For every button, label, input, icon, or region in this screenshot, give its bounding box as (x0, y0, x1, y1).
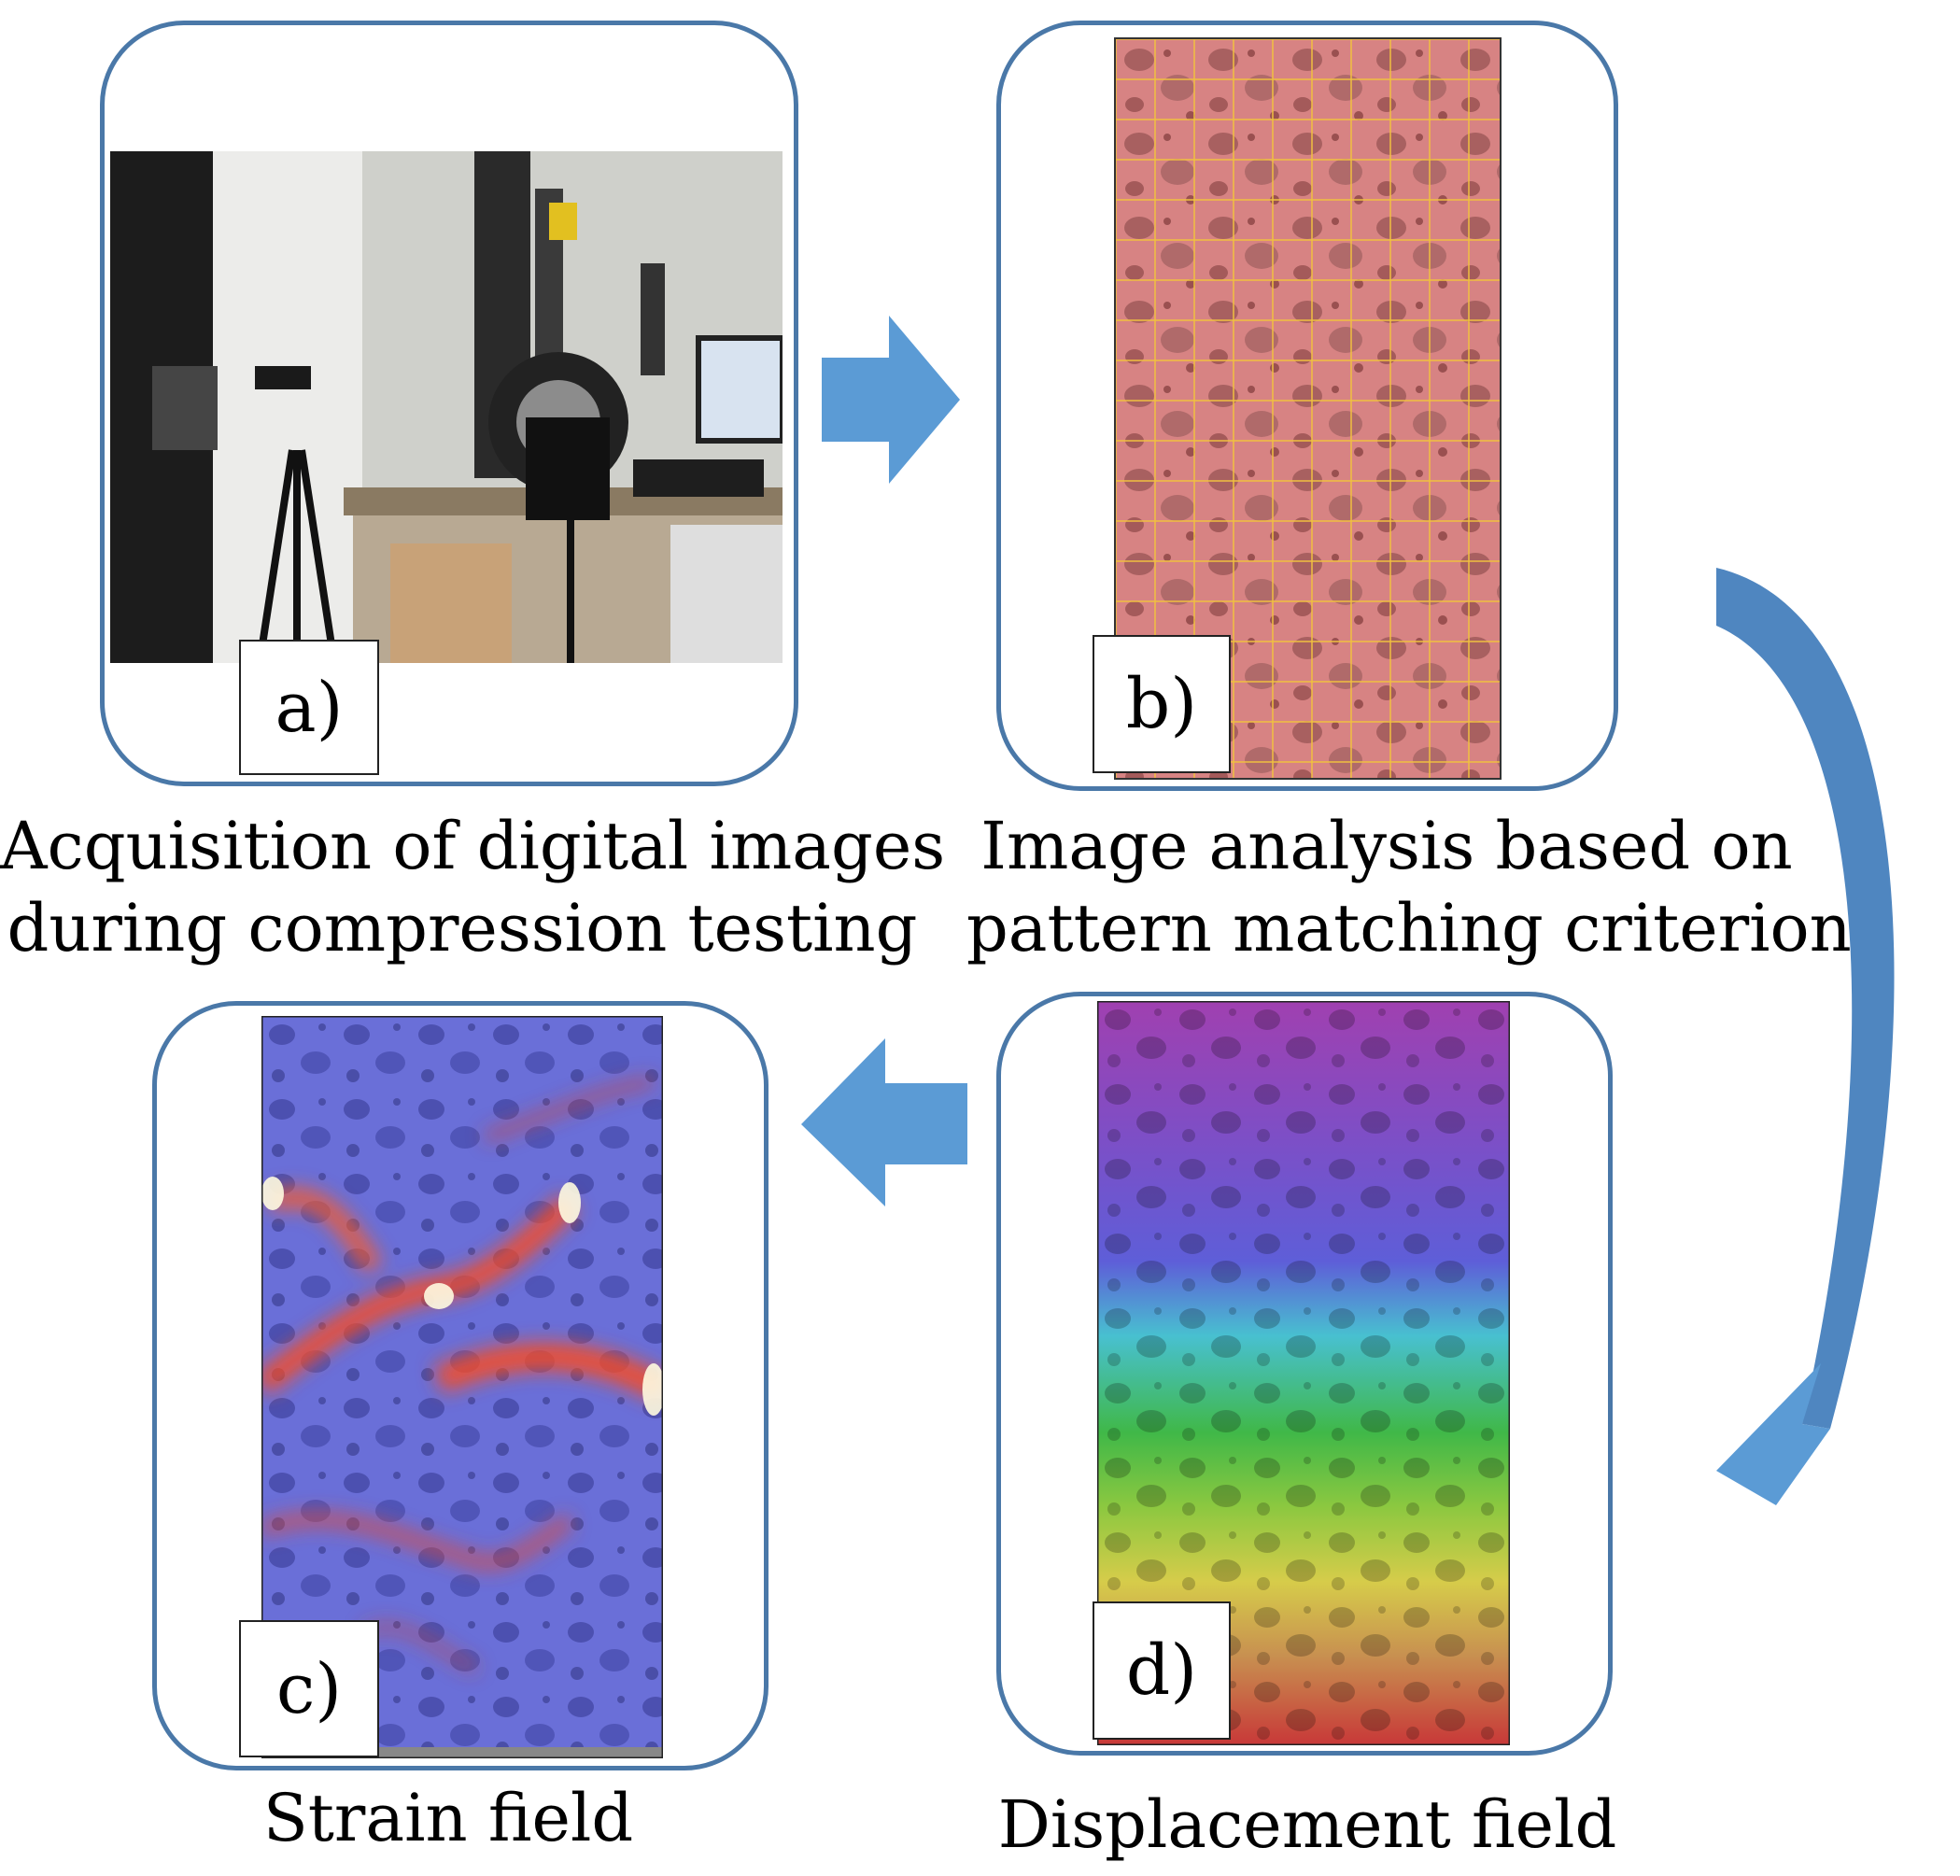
arrow-left (801, 1038, 969, 1206)
panel-a-tag: a) (239, 640, 379, 775)
panel-c-tag: c) (239, 1620, 379, 1757)
panel-d-tag: d) (1093, 1601, 1231, 1740)
caption-b: Image analysis based on pattern matching… (966, 805, 1852, 969)
caption-d: Displacement field (997, 1786, 1617, 1863)
caption-a-line1: Acquisition of digital images (0, 808, 946, 884)
arrow-right (822, 316, 962, 484)
curved-arrow (1709, 560, 1933, 1513)
panel-b-tag: b) (1093, 635, 1231, 773)
caption-b-line1: Image analysis based on (980, 808, 1793, 884)
caption-c: Strain field (262, 1780, 634, 1856)
caption-b-line2: pattern matching criterion (966, 890, 1852, 966)
caption-a-line2: during compression testing (7, 890, 918, 966)
lab-photo (110, 151, 783, 663)
caption-a: Acquisition of digital images during com… (0, 805, 946, 969)
